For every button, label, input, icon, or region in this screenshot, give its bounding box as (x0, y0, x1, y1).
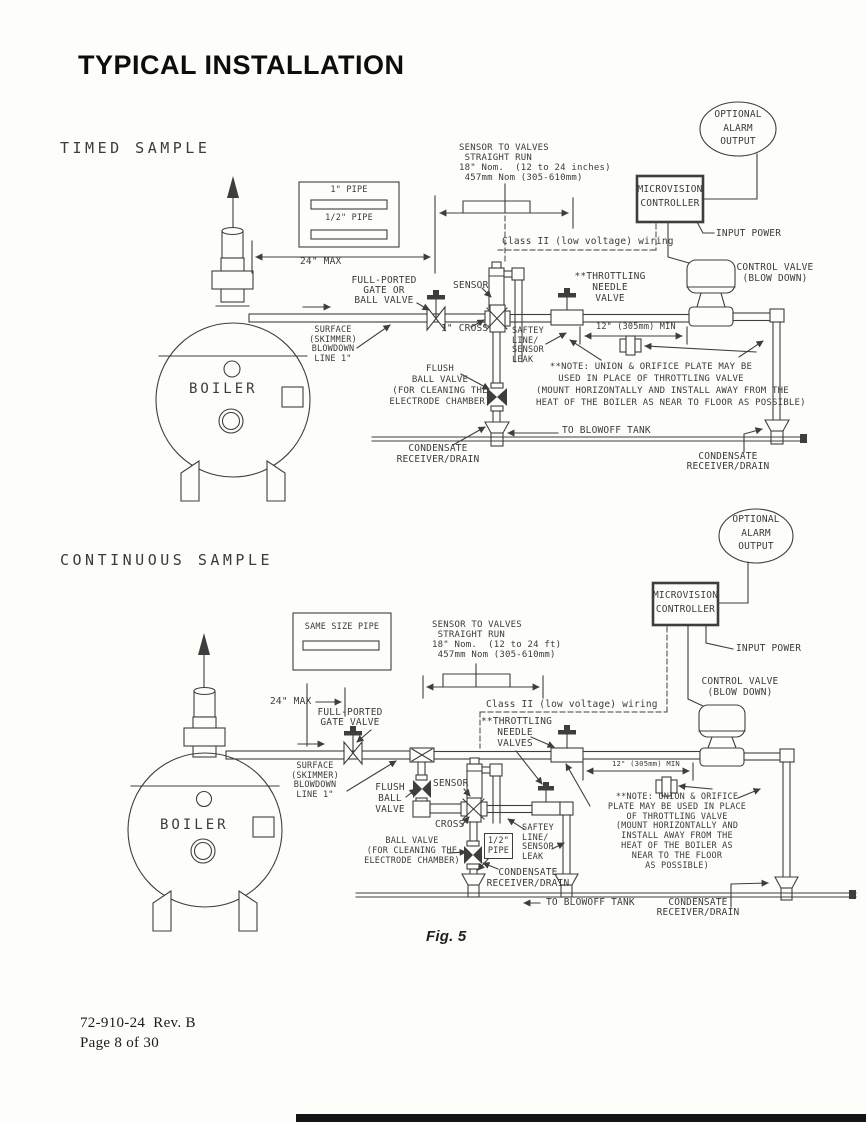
timed-saftey-line-label: SAFTEY LINE/ SENSOR LEAK (512, 326, 544, 365)
timed-alarm-output-label: OPTIONAL ALARM OUTPUT (714, 109, 762, 147)
timed-surface-blowdown-label: SURFACE (SKIMMER) BLOWDOWN LINE 1" (309, 325, 357, 364)
page-title: TYPICAL INSTALLATION (78, 50, 405, 80)
footer-page-info: Page 8 of 30 (80, 1035, 160, 1051)
continuous-cross-label: CROSS (435, 819, 465, 830)
timed-flush-ball-valve-label: FLUSH BALL VALVE (FOR CLEANING THE ELECT… (389, 364, 491, 407)
timed-throttling-valve-label: **THROTTLING NEEDLE VALVE (574, 271, 646, 304)
continuous-note-label: **NOTE: UNION & ORIFICE PLATE MAY BE USE… (607, 792, 747, 871)
timed-controller-label: MICROVISION CONTROLLER (637, 184, 703, 209)
continuous-boiler-label: BOILER (160, 817, 229, 833)
timed-24max-label: 24" MAX (300, 256, 342, 267)
timed-legend-box (298, 181, 400, 248)
timed-boiler (155, 176, 311, 502)
timed-sensor-to-valves-label: SENSOR TO VALVES STRAIGHT RUN 18" Nom. (… (459, 143, 611, 183)
timed-input-power-label: INPUT POWER (716, 228, 782, 239)
continuous-surface-blowdown-label: SURFACE (SKIMMER) BLOWDOWN LINE 1" (291, 761, 339, 800)
continuous-input-power-label: INPUT POWER (736, 643, 802, 654)
timed-full-ported-valve-label: FULL-PORTED GATE OR BALL VALVE (351, 275, 417, 306)
timed-condensate-right-label: CONDENSATE RECEIVER/DRAIN (686, 451, 770, 472)
continuous-control-valve-label: CONTROL VALVE (BLOW DOWN) (701, 676, 779, 698)
continuous-flush-ball-valve-label: FLUSH BALL VALVE (375, 782, 405, 815)
continuous-to-blowoff-label: TO BLOWOFF TANK (546, 897, 635, 908)
timed-control-valve-label: CONTROL VALVE (BLOW DOWN) (736, 262, 814, 284)
timed-leader-lines (356, 287, 764, 453)
timed-piping (248, 259, 807, 447)
timed-note-label: **NOTE: UNION & ORIFICE PLATE MAY BE USE… (536, 362, 806, 408)
continuous-throttling-valves-label: **THROTTLING NEEDLE VALVES (481, 716, 553, 749)
continuous-half-pipe-label: 1/2" PIPE (484, 833, 513, 859)
timed-legend-pipe2-label: 1/2" PIPE (325, 213, 373, 223)
timed-dimensions (251, 183, 688, 345)
continuous-alarm-output-label: OPTIONAL ALARM OUTPUT (732, 514, 780, 552)
continuous-condensate-mid-label: CONDENSATE RECEIVER/DRAIN (486, 867, 570, 889)
timed-alarm-ellipse (699, 101, 777, 157)
continuous-ball-valve-label: BALL VALVE (FOR CLEANING THE ELECTRODE C… (364, 836, 460, 866)
timed-cross-label: 1" CROSS (441, 323, 489, 334)
figure-caption: Fig. 5 (426, 928, 467, 945)
continuous-12min-label: 12" (305mm) MIN (612, 759, 680, 768)
continuous-controller-connections (651, 508, 794, 707)
continuous-sensor-label: SENSOR (433, 778, 469, 789)
continuous-dimensions (306, 626, 694, 781)
continuous-legend-box (292, 612, 392, 671)
continuous-condensate-right-label: CONDENSATE RECEIVER/DRAIN (656, 897, 740, 918)
timed-12min-label: 12" (305mm) MIN (596, 322, 676, 332)
continuous-controller-label: MICROVISION CONTROLLER (653, 590, 719, 615)
continuous-section-label: CONTINUOUS SAMPLE (60, 551, 274, 569)
continuous-alarm-ellipse (718, 508, 794, 564)
footer-doc-number: 72-910-24 Rev. B (80, 1015, 196, 1031)
timed-controller-connections (635, 101, 777, 264)
timed-class2-wiring-label: Class II (low voltage) wiring (502, 236, 674, 247)
continuous-class2-wiring-label: Class II (low voltage) wiring (486, 699, 658, 710)
timed-sensor-label: SENSOR (453, 280, 489, 291)
continuous-controller-box (651, 581, 720, 627)
continuous-legend-pipe-label: SAME SIZE PIPE (304, 622, 380, 632)
timed-condensate-left-label: CONDENSATE RECEIVER/DRAIN (396, 443, 480, 465)
timed-section-label: TIMED SAMPLE (60, 139, 211, 157)
continuous-leader-lines (346, 729, 769, 908)
continuous-piping (225, 704, 857, 901)
continuous-boiler (127, 633, 283, 932)
continuous-saftey-line-label: SAFTEY LINE/ SENSOR LEAK (522, 823, 554, 862)
continuous-full-ported-valve-label: FULL-PORTED GATE VALVE (317, 707, 383, 728)
scan-edge-artifact (296, 1114, 866, 1122)
timed-controller-box (635, 174, 705, 224)
timed-legend-pipe1-label: 1" PIPE (330, 185, 368, 195)
continuous-sensor-to-valves-label: SENSOR TO VALVES STRAIGHT RUN 18" Nom. (… (432, 620, 562, 660)
continuous-24max-label: 24" MAX (270, 696, 312, 707)
timed-boiler-label: BOILER (189, 381, 258, 397)
timed-to-blowoff-label: TO BLOWOFF TANK (562, 425, 651, 436)
